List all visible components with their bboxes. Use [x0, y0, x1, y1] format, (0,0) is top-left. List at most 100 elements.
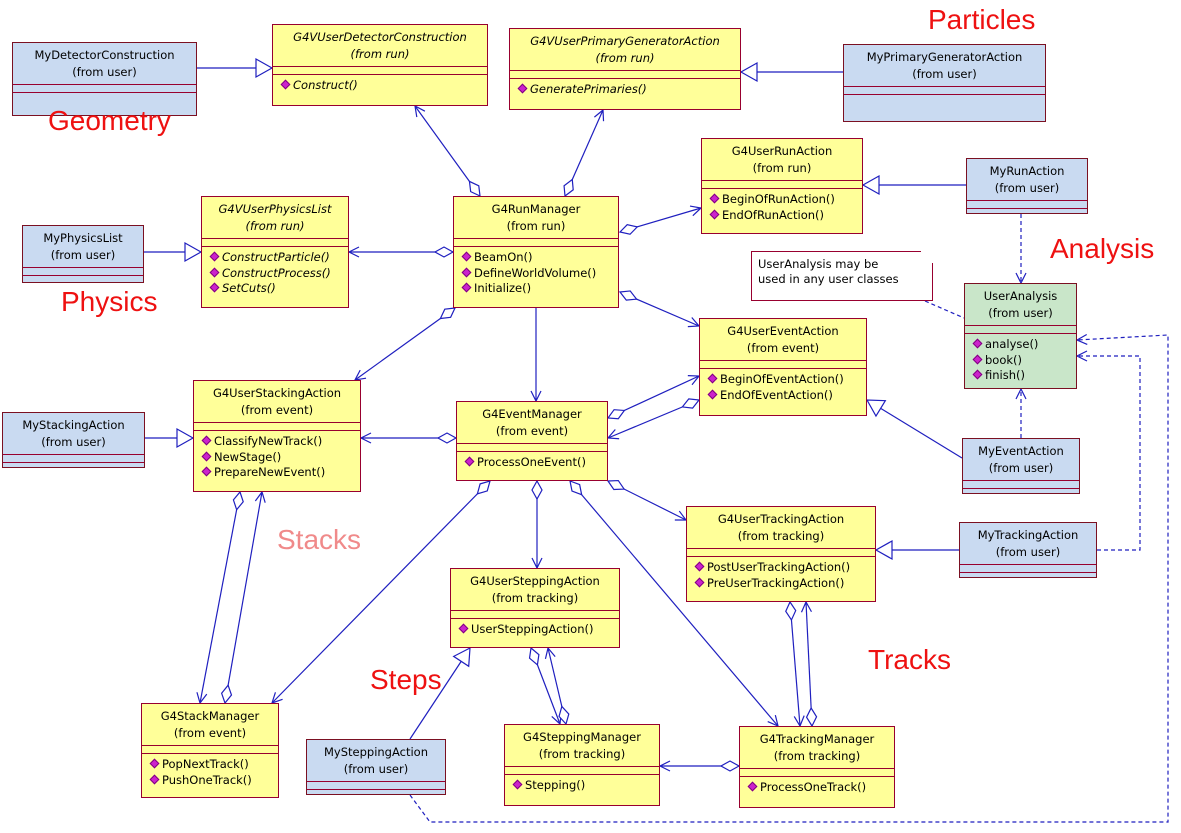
aggregation-edge: [569, 480, 779, 727]
class-g4v-user-detector-construction[interactable]: G4VUserDetectorConstruction(from run) Co…: [272, 24, 488, 106]
aggregation-diamond: [618, 223, 639, 235]
aggregation-diamond: [531, 479, 543, 501]
class-name: G4RunManager: [491, 202, 581, 216]
association-arrowhead: [1075, 350, 1088, 362]
operation: PopNextTrack(): [149, 757, 274, 773]
class-name: G4VUserDetectorConstruction: [293, 30, 467, 44]
association-arrowhead: [1015, 387, 1027, 400]
class-my-physics-list[interactable]: MyPhysicsList(from user): [22, 225, 144, 283]
class-my-stepping-action[interactable]: MySteppingAction (from user): [306, 739, 446, 795]
association-arrowhead: [544, 646, 556, 660]
class-package: (from user): [72, 65, 137, 79]
class-name: MyEventAction: [978, 444, 1064, 458]
operation: BeginOfEventAction(): [707, 372, 862, 388]
class-package: (from run): [752, 161, 812, 175]
operation: finish(): [972, 368, 1072, 384]
association-arrowhead: [658, 760, 671, 772]
association-arrowhead: [800, 600, 813, 613]
class-name: G4UserRunAction: [731, 144, 833, 158]
class-name: MyPrimaryGeneratorAction: [866, 50, 1023, 64]
class-g4-user-stacking-action[interactable]: G4UserStackingAction(from event) Classif…: [193, 380, 361, 492]
aggregation-diamond: [220, 684, 233, 705]
class-my-event-action[interactable]: MyEventAction (from user): [962, 438, 1080, 494]
note-line: UserAnalysis may be: [758, 257, 879, 271]
class-name: G4TrackingManager: [759, 732, 875, 746]
operation: UserSteppingAction(): [458, 622, 615, 638]
class-name: MySteppingAction: [323, 745, 428, 759]
class-g4-tracking-manager[interactable]: G4TrackingManager(from tracking) Process…: [739, 726, 895, 808]
class-package: (from user): [995, 545, 1061, 559]
aggregation-diamond: [558, 705, 570, 726]
class-package: (from user): [994, 181, 1060, 195]
operation: NewStage(): [201, 450, 356, 466]
class-package: (from run): [350, 47, 410, 61]
aggregation-diamond: [606, 409, 626, 420]
class-package: (from user): [912, 67, 977, 81]
operation: analyse(): [972, 337, 1072, 353]
aggregation-edge: [354, 307, 456, 381]
aggregation-edge: [789, 601, 801, 727]
aggregation-diamond: [785, 600, 797, 622]
class-g4v-user-physics-list[interactable]: G4VUserPhysicsList(from run) ConstructPa…: [201, 196, 349, 308]
association-arrowhead: [594, 108, 605, 122]
inheritance-arrowhead: [739, 61, 758, 83]
operation: PreUserTrackingAction(): [694, 576, 871, 592]
class-my-tracking-action[interactable]: MyTrackingAction (from user): [959, 522, 1097, 578]
label-physics: Physics: [61, 286, 158, 317]
class-name: MyRunAction: [989, 164, 1065, 178]
class-g4-event-manager[interactable]: G4EventManager(from event) ProcessOneEve…: [456, 401, 608, 481]
class-g4-run-manager[interactable]: G4RunManager(from run) BeamOn() DefineWo…: [453, 196, 619, 308]
operation: SetCuts(): [209, 281, 344, 297]
class-name: G4UserTrackingAction: [717, 512, 845, 526]
class-name: G4UserSteppingAction: [470, 574, 600, 588]
operation: ProcessOneEvent(): [464, 455, 603, 471]
operation: EndOfEventAction(): [707, 388, 862, 404]
operation: ClassifyNewTrack(): [201, 434, 356, 450]
dependency-edge: [409, 334, 1169, 823]
operation: PrepareNewEvent(): [201, 465, 356, 481]
note-line: used in any user classes: [758, 272, 899, 286]
operation: ConstructParticle(): [209, 250, 344, 266]
label-geometry: Geometry: [48, 105, 171, 136]
operation: BeginOfRunAction(): [709, 192, 858, 208]
class-name: G4EventManager: [482, 407, 582, 421]
association-arrowhead: [347, 246, 360, 258]
operation: BeamOn(): [461, 250, 614, 266]
class-g4v-user-primary-generator-action[interactable]: G4VUserPrimaryGeneratorAction(from run) …: [509, 28, 741, 110]
dependency-edge: [1077, 355, 1141, 551]
class-package: (from user): [343, 762, 409, 776]
label-analysis: Analysis: [1050, 233, 1155, 264]
inheritance-arrowhead: [176, 427, 195, 449]
class-my-primary-generator-action[interactable]: MyPrimaryGeneratorAction (from user): [843, 44, 1046, 122]
association-arrowhead: [606, 429, 620, 440]
operation: ConstructProcess(): [209, 266, 344, 282]
inheritance-arrowhead: [865, 399, 887, 418]
class-g4-user-stepping-action[interactable]: G4UserSteppingAction(from tracking) User…: [450, 568, 620, 648]
class-g4-user-tracking-action[interactable]: G4UserTrackingAction(from tracking) Post…: [686, 506, 876, 602]
class-name: MyTrackingAction: [977, 528, 1079, 542]
class-name: G4UserStackingAction: [212, 386, 342, 400]
inheritance-arrowhead: [861, 174, 880, 196]
class-g4-user-event-action[interactable]: G4UserEventAction(from event) BeginOfEve…: [699, 318, 867, 416]
note-anchor: [924, 300, 965, 319]
aggregation-diamond: [618, 290, 638, 301]
operation: GeneratePrimaries(): [517, 82, 736, 98]
class-my-stacking-action[interactable]: MyStackingAction(from user): [2, 412, 145, 468]
generalization-edge: [409, 647, 471, 740]
class-package: (from user): [988, 461, 1054, 475]
class-user-analysis[interactable]: UserAnalysis(from user) analyse() book()…: [964, 283, 1077, 389]
class-my-detector-construction[interactable]: MyDetectorConstruction(from user): [12, 42, 197, 116]
aggregation-diamond: [606, 479, 626, 491]
class-g4-user-run-action[interactable]: G4UserRunAction (from run) BeginOfRunActi…: [701, 138, 863, 234]
aggregation-diamond: [476, 480, 491, 495]
class-g4-stepping-manager[interactable]: G4SteppingManager(from tracking) Steppin…: [504, 724, 660, 806]
operation: ProcessOneTrack(): [747, 780, 890, 796]
class-package: (from event): [173, 726, 247, 740]
class-g4-stack-manager[interactable]: G4StackManager(from event) PopNextTrack(…: [141, 703, 279, 798]
association-arrowhead: [414, 104, 426, 118]
aggregation-diamond: [569, 480, 583, 496]
association-arrowhead: [254, 490, 266, 503]
class-package: (from user): [988, 306, 1053, 320]
class-my-run-action[interactable]: MyRunAction (from user): [966, 158, 1088, 214]
